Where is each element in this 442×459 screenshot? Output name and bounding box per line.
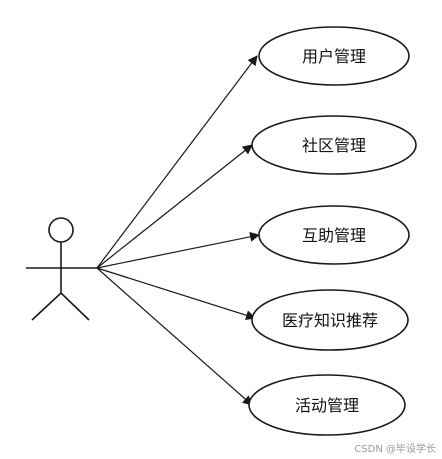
association-arrow	[96, 144, 253, 269]
watermark-text: CSDN @毕设学长	[354, 444, 436, 455]
use-case-ellipse	[251, 289, 409, 351]
use-case-ellipse	[248, 374, 406, 436]
actor-head	[48, 217, 74, 243]
use-case-ellipse	[251, 115, 417, 175]
association-arrow	[96, 55, 258, 269]
use-case-label: 互助管理	[302, 226, 366, 245]
associations	[96, 55, 260, 406]
actor-figure	[26, 217, 97, 321]
use-case-activity-management[interactable]: 活动管理	[248, 374, 406, 436]
use-case-ellipse	[258, 205, 410, 265]
actor-right-leg	[60, 292, 90, 321]
association-arrow	[96, 231, 260, 269]
use-case-mutual-aid-management[interactable]: 互助管理	[258, 205, 410, 265]
association-arrow	[96, 267, 256, 321]
use-case-label: 用户管理	[302, 47, 366, 66]
use-case-user-management[interactable]: 用户管理	[258, 26, 410, 86]
use-case-medical-knowledge-recommendation[interactable]: 医疗知识推荐	[251, 289, 409, 351]
use-case-label: 社区管理	[302, 136, 366, 155]
use-case-label: 医疗知识推荐	[282, 311, 378, 330]
use-case-ellipse	[258, 26, 410, 86]
use-case-label: 活动管理	[295, 396, 359, 415]
actor-left-leg	[31, 292, 62, 321]
association-arrow	[96, 267, 253, 406]
use-case-community-management[interactable]: 社区管理	[251, 115, 417, 175]
